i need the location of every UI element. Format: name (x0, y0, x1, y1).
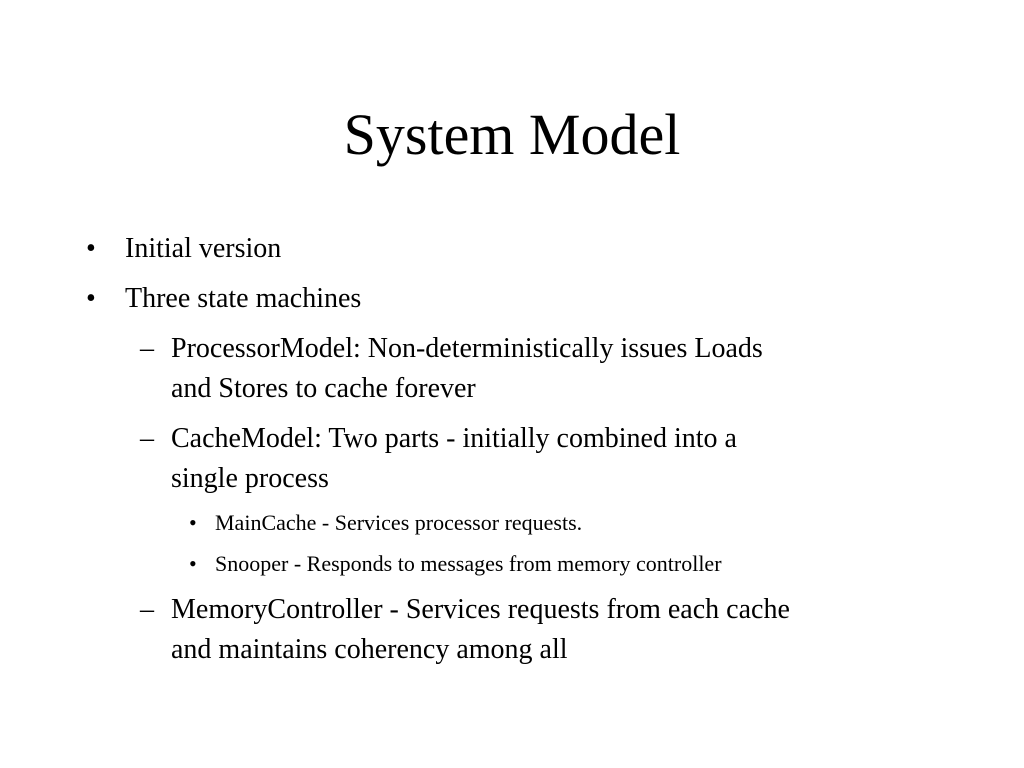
sub-bullet-item: – ProcessorModel: Non-deterministically … (140, 329, 1010, 409)
sub-bullet-text-line-1: MemoryController - Services requests fro… (171, 594, 790, 625)
sub-bullet-item: – CacheModel: Two parts - initially comb… (140, 419, 1010, 499)
bullet-text: Three state machines (125, 283, 362, 314)
sub-bullet-text-line-1: ProcessorModel: Non-deterministically is… (171, 333, 763, 364)
sub-sub-bullet-item: • MainCache - Services processor request… (189, 508, 989, 538)
sub-bullet-text-line-2: single process (171, 463, 329, 494)
dash-marker: – (140, 594, 154, 625)
sub-bullet-text-line-1: CacheModel: Two parts - initially combin… (171, 423, 737, 454)
sub-bullet-text-line-2: and Stores to cache forever (171, 373, 476, 404)
sub-bullet-text-line-2: and maintains coherency among all (171, 634, 568, 665)
sub-sub-bullet-text: MainCache - Services processor requests. (215, 510, 583, 535)
sub-sub-bullet-text: Snooper - Responds to messages from memo… (215, 551, 722, 576)
bullet-item: • Initial version (86, 229, 986, 269)
sub-sub-bullet-item: • Snooper - Responds to messages from me… (189, 549, 989, 579)
dash-marker: – (140, 333, 154, 364)
small-bullet-marker: • (189, 551, 197, 576)
bullet-marker: • (86, 233, 96, 264)
dash-marker: – (140, 423, 154, 454)
sub-bullet-item: – MemoryController - Services requests f… (140, 590, 1010, 670)
bullet-item: • Three state machines (86, 279, 986, 319)
small-bullet-marker: • (189, 510, 197, 535)
bullet-text: Initial version (125, 233, 282, 264)
bullet-marker: • (86, 283, 96, 314)
slide-title: System Model (343, 102, 681, 167)
